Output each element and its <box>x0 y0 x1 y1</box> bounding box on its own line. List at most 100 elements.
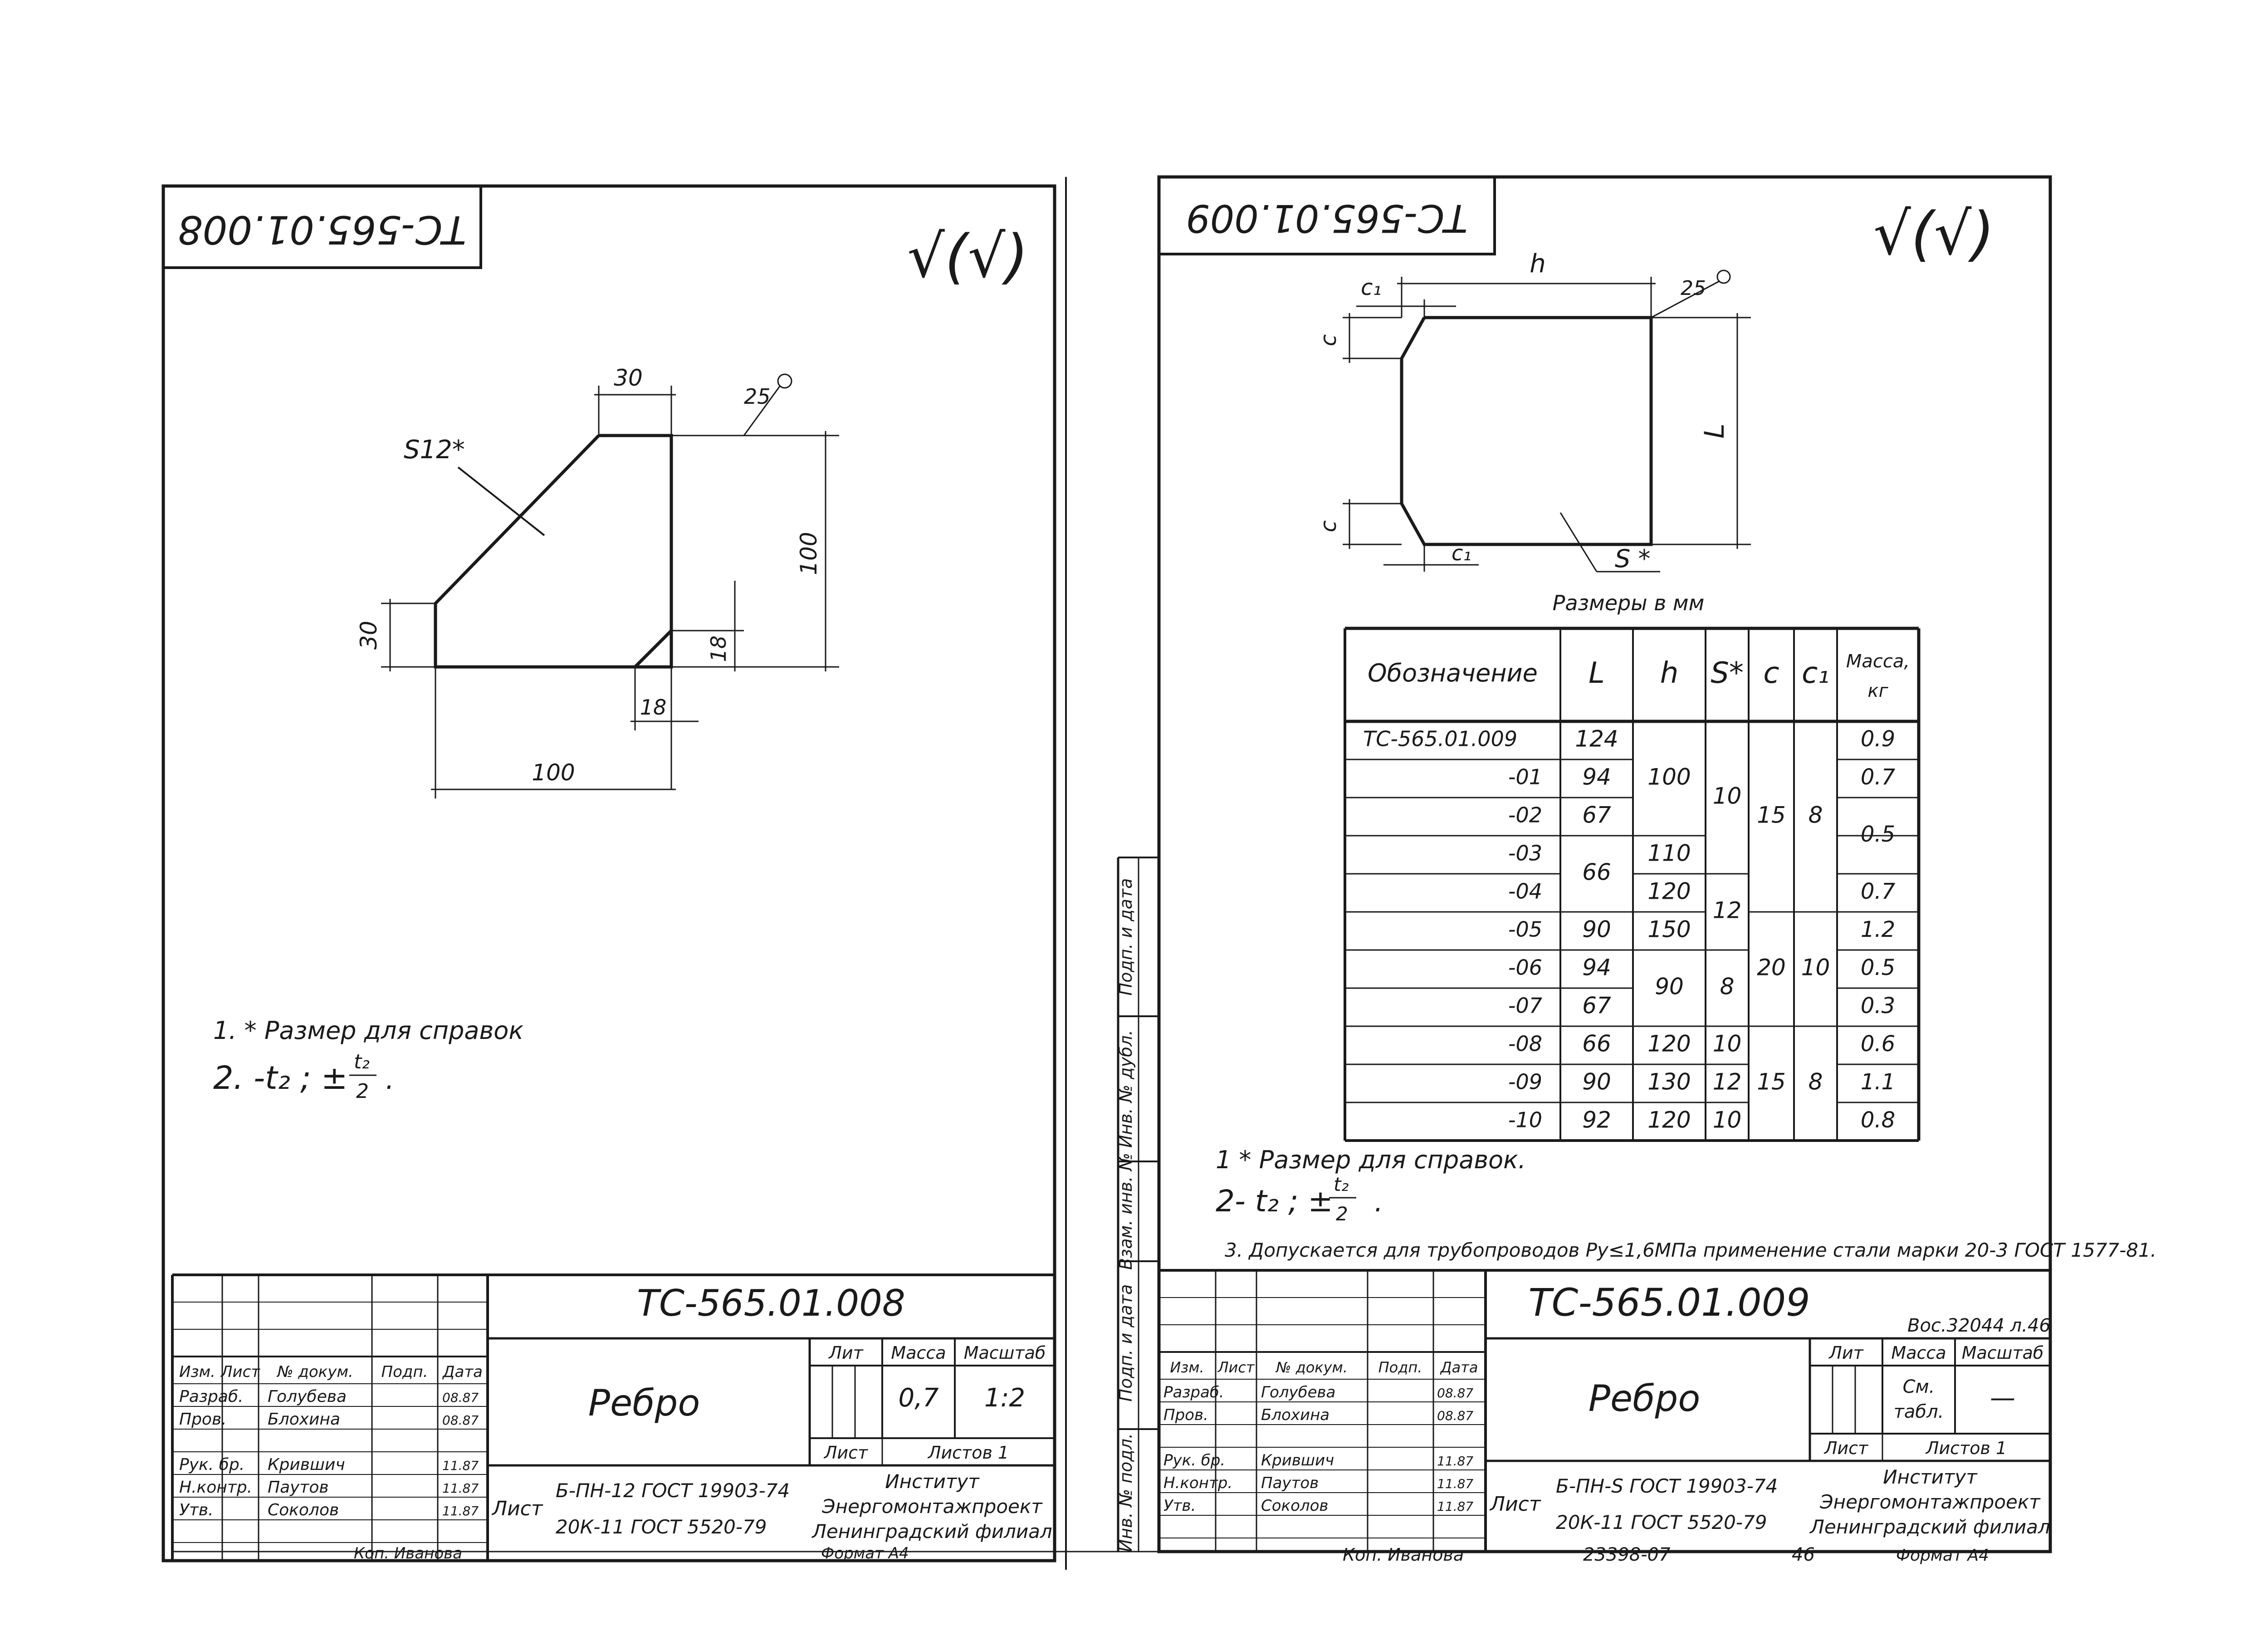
right-note-2: 2- t₂ ; ± <box>1216 1184 1333 1219</box>
table-cell-h: 120 <box>1647 878 1691 905</box>
table-cell-L: 67 <box>1582 993 1611 1019</box>
left-dim-chamfer-v: 18 <box>706 636 731 662</box>
left-notes: 1. * Размер для справок 2. -t₂ ; ± t₂ 2 … <box>213 1016 523 1103</box>
table-header-mass-unit: кг <box>1867 681 1888 701</box>
right-razrab-label: Разраб. <box>1163 1383 1224 1401</box>
left-stamp-code: ТС-565.01.008 <box>178 207 466 252</box>
table-cell-mass: 0.7 <box>1861 764 1896 790</box>
right-title-block: ТС-565.01.009 Вос.32044 л.46 Ребро Изм. … <box>172 1269 2051 1565</box>
left-dim-height: 100 <box>796 532 822 575</box>
left-dim-bottom: 100 <box>532 759 575 786</box>
right-roughness-value: 25 <box>1681 277 1706 300</box>
right-note-3: 3. Допускается для трубопроводов Ру≤1,6М… <box>1225 1239 2156 1261</box>
left-kopiroval: Коп. Иванова <box>354 1544 462 1562</box>
right-list-label: Лист <box>1823 1438 1869 1458</box>
right-roughness-symbol: √(√) <box>1873 199 1994 268</box>
right-col-list: Лист <box>1217 1359 1255 1376</box>
right-material-2: 20К-11 ГОСТ 5520-79 <box>1556 1511 1767 1533</box>
table-cell-L: 90 <box>1582 916 1611 943</box>
right-archive-num: 23398-07 <box>1583 1544 1671 1565</box>
table-cell-mass: 0.8 <box>1861 1107 1895 1133</box>
table-cell-S: 10 <box>1713 1107 1742 1133</box>
table-header-2: h <box>1660 656 1679 690</box>
table-cell-L: 94 <box>1582 764 1611 790</box>
table-designation: -06 <box>1508 955 1542 980</box>
right-sheet-num: 46 <box>1792 1544 1815 1565</box>
left-nkontr-label: Н.контр. <box>179 1478 252 1497</box>
right-massa-value-1: См. <box>1903 1376 1935 1397</box>
left-sheet: ТС-565.01.008 √(√) S12* 30 100 25 <box>161 177 1067 1570</box>
left-massa-value: 0,7 <box>898 1383 938 1413</box>
right-nkontr-date: 11.87 <box>1437 1476 1473 1491</box>
left-material-1: Б-ПН-12 ГОСТ 19903-74 <box>556 1479 790 1502</box>
left-org-3: Ленинградский филиал <box>811 1520 1052 1543</box>
left-thickness-label: S12* <box>404 435 465 465</box>
table-cell-mass: 1.2 <box>1861 917 1895 942</box>
table-cell-c1: 8 <box>1809 1069 1823 1095</box>
left-title-block: ТС-565.01.008 Ребро Изм. Лист № докум. П… <box>171 1273 1055 1562</box>
right-ruk-label: Рук. бр. <box>1163 1451 1225 1469</box>
left-masshtab-label: Масштаб <box>964 1343 1046 1363</box>
table-header-1: L <box>1589 656 1605 690</box>
left-list-label: Лист <box>823 1443 869 1463</box>
left-roughness-value: 25 <box>744 384 771 409</box>
left-roughness-symbol: √(√) <box>907 222 1028 291</box>
table-cell-S: 10 <box>1713 783 1742 809</box>
table-cell-S: 12 <box>1713 1069 1742 1095</box>
table-header-0: Обозначение <box>1368 659 1538 687</box>
right-utv-date: 11.87 <box>1437 1499 1473 1514</box>
right-nkontr-label: Н.контр. <box>1163 1474 1232 1492</box>
left-utv-name: Соколов <box>268 1501 339 1519</box>
table-cell-S: 8 <box>1720 974 1735 1000</box>
left-masshtab-value: 1:2 <box>984 1383 1025 1413</box>
left-dim-top: 30 <box>614 365 643 391</box>
table-header-mass: Масса, <box>1846 651 1910 672</box>
table-cell-S: 10 <box>1713 1031 1742 1057</box>
left-note-1: 1. * Размер для справок <box>213 1016 523 1045</box>
table-cell-mass: 0.5 <box>1861 822 1895 847</box>
left-dim-left: 30 <box>356 621 382 650</box>
left-format: Формат А4 <box>821 1544 909 1562</box>
right-format: Формат А4 <box>1896 1546 1989 1565</box>
left-ruk-date: 11.87 <box>442 1458 479 1473</box>
side-label-inv-podl: Инв. № подл. <box>1116 1433 1136 1552</box>
right-nkontr-name: Паутов <box>1261 1474 1319 1492</box>
right-stamp: ТС-565.01.009 <box>1158 176 1496 255</box>
right-material-1: Б-ПН-S ГОСТ 19903-74 <box>1556 1475 1778 1497</box>
right-sheet: ТС-565.01.009 √(√) h c₁ c L <box>172 175 2156 1565</box>
table-cell-h: 100 <box>1647 764 1691 790</box>
left-prov-label: Пров. <box>179 1410 227 1429</box>
table-cell-c: 15 <box>1757 802 1786 828</box>
right-label-c1-top: c₁ <box>1361 275 1382 300</box>
table-cell-mass: 0.6 <box>1861 1031 1895 1057</box>
right-listov-label: Листов 1 <box>1925 1438 2007 1458</box>
right-note-period: . <box>1374 1186 1383 1218</box>
right-note-1: 1 * Размер для справок. <box>1216 1146 1526 1174</box>
right-doc-suffix: Вос.32044 л.46 <box>1907 1315 2051 1336</box>
right-label-h: h <box>1530 249 1546 279</box>
right-masshtab-label: Масштаб <box>1962 1343 2044 1363</box>
table-cell-L: 94 <box>1582 955 1611 981</box>
left-col-sign: Подп. <box>381 1363 428 1381</box>
left-doc-code: ТС-565.01.008 <box>637 1282 905 1324</box>
table-cell-c1: 8 <box>1809 802 1823 828</box>
side-label-podp-1: Подп. и дата <box>1116 1284 1136 1402</box>
table-header-3: S* <box>1711 656 1744 690</box>
left-material-label: Лист <box>491 1497 543 1520</box>
right-utv-label: Утв. <box>1163 1497 1196 1515</box>
right-label-c-bottom: c <box>1316 520 1341 532</box>
left-utv-date: 11.87 <box>442 1504 479 1518</box>
table-designation: -04 <box>1508 879 1542 904</box>
table-designation: -08 <box>1508 1032 1542 1056</box>
right-col-date: Дата <box>1440 1359 1478 1376</box>
left-razrab-date: 08.87 <box>442 1390 479 1405</box>
left-stamp: ТС-565.01.008 <box>162 185 482 269</box>
table-cell-L: 67 <box>1582 802 1611 828</box>
right-side-strip: Инв. № подл. Подп. и дата Взам. инв. № И… <box>1116 857 1159 1552</box>
left-massa-label: Масса <box>891 1343 946 1363</box>
right-prov-label: Пров. <box>1163 1406 1208 1424</box>
side-label-vzam: Взам. инв. № <box>1116 1153 1136 1270</box>
table-cell-mass: 0.5 <box>1861 955 1895 980</box>
side-label-podp-2: Подп. и дата <box>1116 878 1136 996</box>
